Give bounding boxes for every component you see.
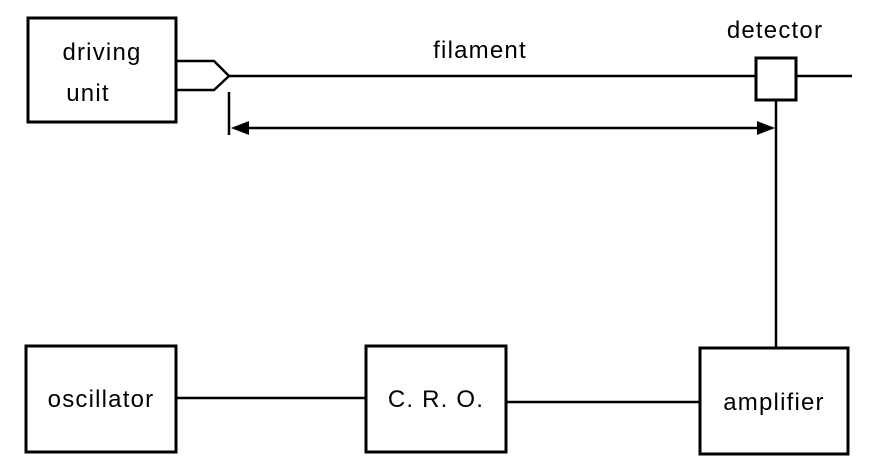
filament-clamp (176, 59, 231, 92)
driving-unit-label-line1: driving (62, 39, 141, 66)
driving-unit-box (26, 16, 178, 124)
detector-box (754, 56, 798, 102)
cro-box (364, 344, 508, 454)
cro-block: C. R. O. (364, 344, 508, 454)
filament-label: filament (433, 37, 527, 64)
oscillator-label: oscillator (48, 386, 155, 413)
cro-label: C. R. O. (388, 386, 484, 413)
detector-block: detector (727, 17, 823, 102)
oscillator-block: oscillator (24, 344, 178, 454)
amplifier-box (698, 346, 850, 456)
oscillator-box (24, 344, 178, 454)
amplifier-block: amplifier (698, 346, 850, 456)
amplifier-label: amplifier (723, 389, 825, 416)
length-arrowhead-right (757, 121, 775, 135)
driving-unit-label-line2: unit (66, 80, 110, 107)
driving-unit-block: driving unit (26, 16, 178, 124)
length-arrowhead-left (231, 121, 249, 135)
detector-label: detector (727, 17, 823, 44)
